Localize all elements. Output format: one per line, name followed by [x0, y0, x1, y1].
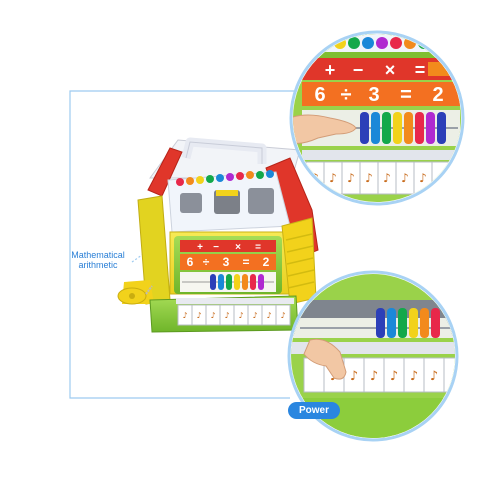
- svg-text:♪: ♪: [196, 311, 201, 320]
- svg-text:÷: ÷: [341, 84, 352, 106]
- zoom-circle-math: +− ×= 6 ÷ 3 = 2: [289, 30, 465, 206]
- svg-text:♪: ♪: [266, 311, 271, 320]
- toy-house: +− ×= 6÷3 =2: [117, 137, 319, 333]
- abacus-icon: [180, 272, 276, 292]
- svg-text:÷: ÷: [203, 255, 210, 269]
- zoom-circle-power: ♪♪♪ ♪♪♪: [287, 270, 459, 442]
- svg-text:−: −: [213, 242, 219, 253]
- svg-text:=: =: [400, 84, 412, 106]
- svg-text:×: ×: [235, 242, 241, 253]
- svg-text:♪: ♪: [347, 171, 355, 185]
- svg-text:=: =: [242, 255, 249, 269]
- svg-text:3: 3: [368, 84, 379, 106]
- svg-text:+: +: [197, 242, 203, 253]
- svg-text:=: =: [255, 242, 261, 253]
- math-label-line2: arithmetic: [78, 260, 118, 270]
- svg-text:6: 6: [187, 255, 194, 269]
- svg-text:♪: ♪: [210, 311, 215, 320]
- svg-text:♪: ♪: [350, 369, 358, 384]
- shape-sorter-icon: [180, 188, 274, 214]
- svg-text:♪: ♪: [252, 311, 257, 320]
- svg-text:2: 2: [432, 84, 443, 106]
- hand-icon: [293, 114, 357, 144]
- svg-text:♪: ♪: [182, 311, 187, 320]
- svg-text:♪: ♪: [401, 171, 409, 185]
- svg-text:=: =: [415, 60, 426, 80]
- svg-text:6: 6: [314, 84, 325, 106]
- svg-text:♪: ♪: [329, 171, 337, 185]
- piano-key-icon: ♪ ♪ ♪ ♪ ♪ ♪ ♪ ♪: [177, 304, 291, 326]
- svg-text:♪: ♪: [370, 369, 378, 384]
- svg-text:♪: ♪: [410, 369, 418, 384]
- math-label-line1: Mathematical: [71, 250, 125, 260]
- svg-text:♪: ♪: [280, 311, 285, 320]
- svg-text:♪: ♪: [430, 369, 438, 384]
- svg-text:×: ×: [385, 60, 396, 80]
- power-badge: Power: [288, 402, 340, 419]
- svg-text:3: 3: [223, 255, 230, 269]
- math-arithmetic-label: Mathematical arithmetic: [66, 250, 130, 270]
- svg-text:♪: ♪: [238, 311, 243, 320]
- svg-text:♪: ♪: [383, 171, 391, 185]
- svg-text:♪: ♪: [390, 369, 398, 384]
- svg-text:−: −: [353, 60, 364, 80]
- svg-text:♪: ♪: [224, 311, 229, 320]
- svg-text:♪: ♪: [365, 171, 373, 185]
- svg-text:♪: ♪: [419, 171, 427, 185]
- svg-text:2: 2: [263, 255, 270, 269]
- svg-text:+: +: [325, 60, 336, 80]
